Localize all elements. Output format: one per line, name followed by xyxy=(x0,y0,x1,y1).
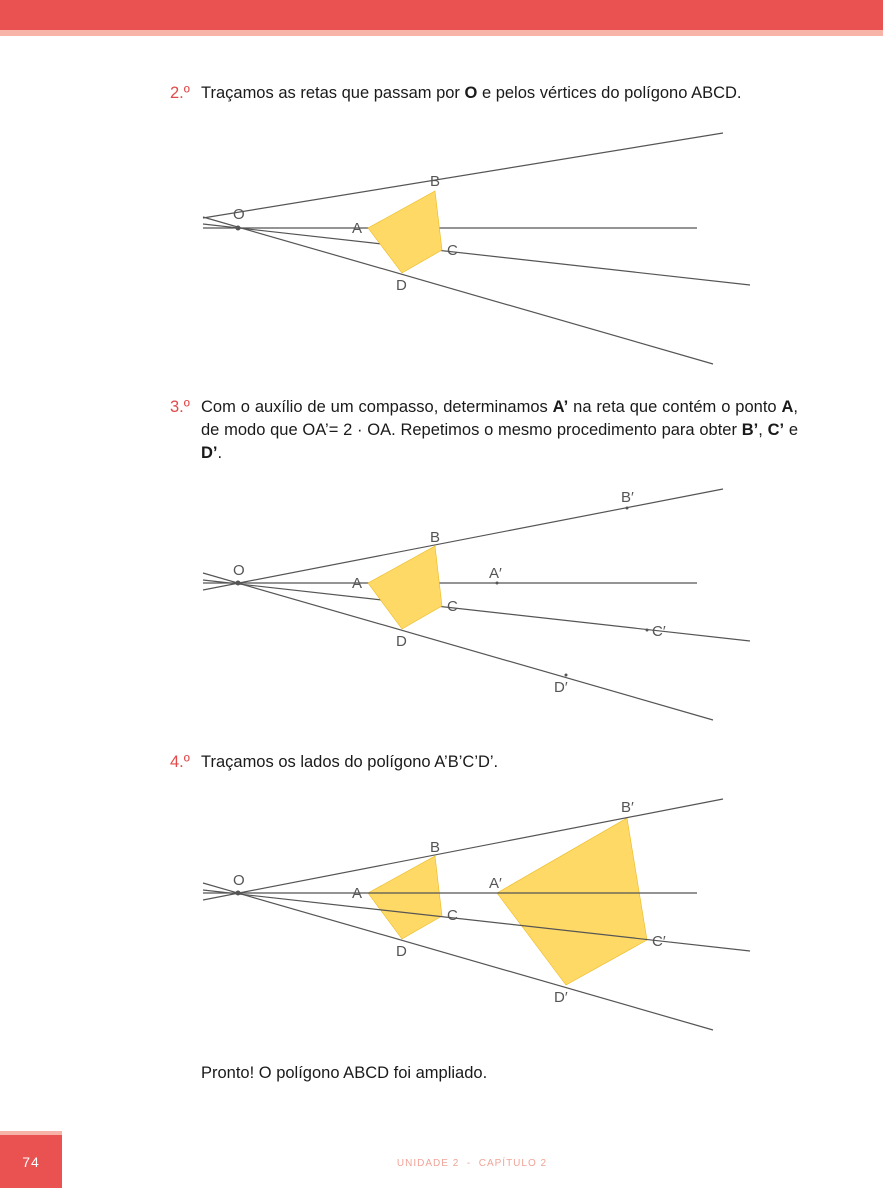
point-label-C: C xyxy=(447,242,458,259)
step-number: 4.º xyxy=(170,753,190,771)
header-bar-accent xyxy=(0,30,883,36)
point-label-D-prime: D′ xyxy=(554,679,568,696)
step-text: Traçamos os lados do polígono A’B’C’D’. xyxy=(201,753,499,771)
point-label-D: D xyxy=(396,633,407,650)
conclusion-text: Pronto! O polígono ABCD foi ampliado. xyxy=(201,1064,488,1082)
point-label-A: A xyxy=(352,885,362,902)
point-label-C: C xyxy=(447,598,458,615)
figure-step-4: O A B C D A′ B′ C′ D′ xyxy=(190,786,760,1046)
construction-diagram: O A B C D xyxy=(202,132,751,365)
point-label-C: C xyxy=(447,907,458,924)
running-footer: UNIDADE 2 - CAPÍTULO 2 xyxy=(396,1158,548,1169)
point-label-O: O xyxy=(233,872,245,889)
page-number-box-accent xyxy=(0,1131,62,1135)
point-label-A-prime: A′ xyxy=(489,875,502,892)
point-label-C-prime: C′ xyxy=(652,933,666,950)
point-label-B: B xyxy=(430,529,440,546)
point-label-B: B xyxy=(430,839,440,856)
point-label-O: O xyxy=(233,206,245,223)
step-text: Com o auxílio de um compasso, determinam… xyxy=(201,398,798,462)
point-label-D: D xyxy=(396,277,407,294)
step-number: 3.º xyxy=(170,398,190,416)
construction-diagram: O A B C D A′ B′ C′ D′ xyxy=(202,488,751,721)
figure-step-2: O A B C D xyxy=(190,120,760,380)
point-label-A: A xyxy=(352,220,362,237)
point-label-O: O xyxy=(233,562,245,579)
construction-diagram: O A B C D A′ B′ C′ D′ xyxy=(202,798,751,1031)
point-label-B-prime: B′ xyxy=(621,489,634,506)
point-label-C-prime: C′ xyxy=(652,623,666,640)
point-label-B-prime: B′ xyxy=(621,799,634,816)
step-text: Traçamos as retas que passam por O e pel… xyxy=(201,84,742,102)
point-label-D: D xyxy=(396,943,407,960)
point-label-B: B xyxy=(430,173,440,190)
step-number: 2.º xyxy=(170,84,190,102)
page-number-box xyxy=(0,1135,62,1188)
header-bar xyxy=(0,0,883,30)
point-label-A-prime: A′ xyxy=(489,565,502,582)
page-number: 74 xyxy=(22,1154,40,1170)
figure-step-3: O A B C D A′ B′ C′ D′ xyxy=(190,476,760,736)
point-label-D-prime: D′ xyxy=(554,989,568,1006)
point-label-A: A xyxy=(352,575,362,592)
